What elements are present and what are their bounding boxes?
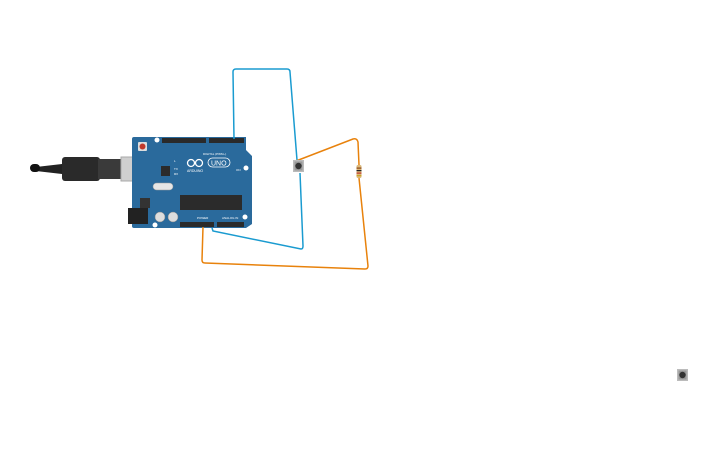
wire-blue-digital[interactable]: [232, 68, 298, 161]
pushbutton[interactable]: [293, 160, 304, 172]
resistor[interactable]: [356, 165, 362, 178]
model-label: UNO: [211, 161, 227, 168]
power-header: [180, 222, 214, 227]
arduino-logo: [186, 158, 204, 168]
led-l-label: L: [174, 159, 176, 163]
wire-orange-resistor[interactable]: [201, 177, 369, 270]
pushbutton-spare[interactable]: [677, 369, 688, 381]
digital-label: DIGITAL (PWM~): [203, 152, 226, 156]
rx-label: RX: [174, 172, 178, 176]
digital-header: [162, 138, 206, 143]
tx-label: TX: [174, 167, 178, 171]
analog-header: [217, 222, 244, 227]
power-label: POWER: [197, 216, 209, 220]
atmega-chip: [180, 195, 242, 210]
on-label: ON: [236, 168, 241, 172]
analog-label: ANALOG IN: [222, 216, 238, 220]
wire-blue-power[interactable]: [211, 172, 304, 250]
brand-label: ARDUINO: [187, 169, 203, 173]
usb-cable[interactable]: [30, 156, 150, 182]
arduino-uno-board[interactable]: ARDUINO UNO DIGITAL (PWM~) POWER ANALOG …: [128, 137, 252, 228]
power-jack: [128, 208, 148, 224]
wire-orange-button[interactable]: [295, 138, 360, 166]
